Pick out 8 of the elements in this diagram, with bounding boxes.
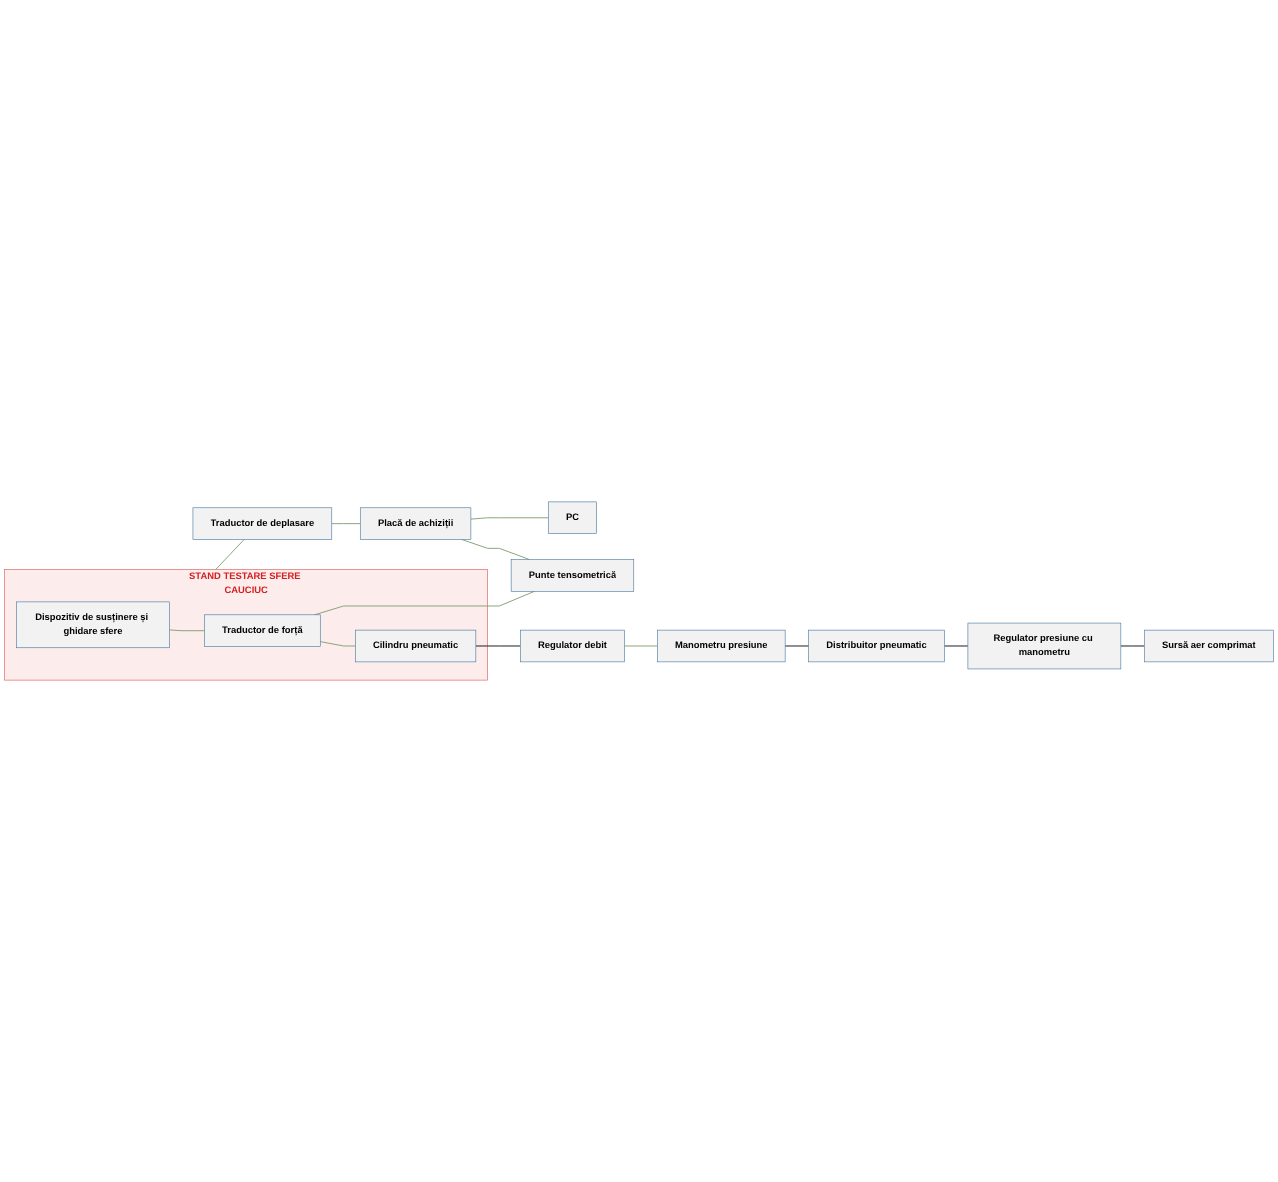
connector (215, 539, 245, 570)
connector (470, 517, 549, 520)
connector (319, 641, 356, 647)
connector (624, 645, 658, 647)
connector (314, 590, 535, 616)
connector (461, 539, 530, 560)
connector (168, 629, 205, 632)
connector (331, 523, 361, 525)
